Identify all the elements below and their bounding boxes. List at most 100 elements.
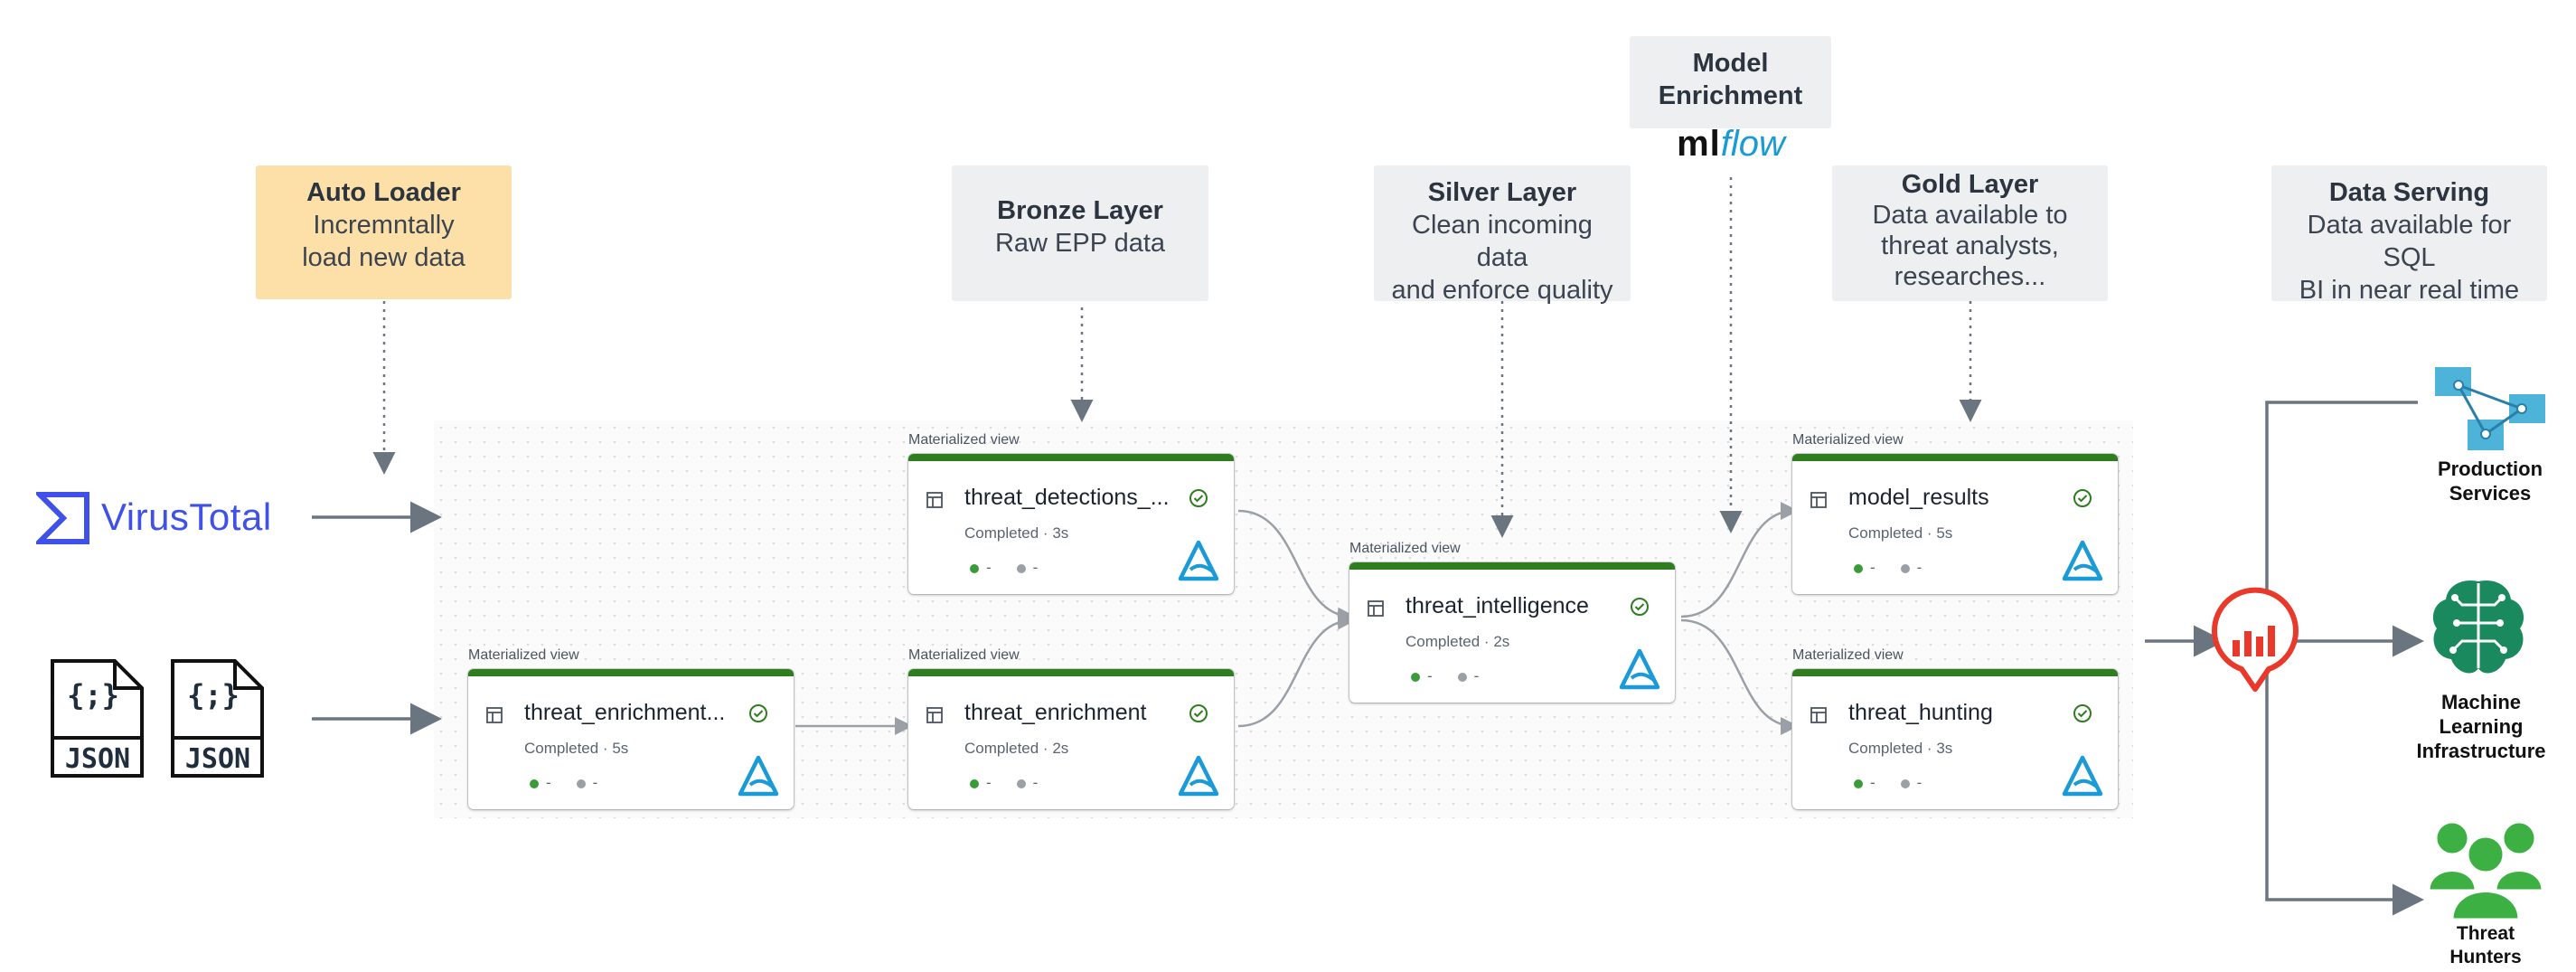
threat-hunters-icon: [2427, 820, 2544, 921]
json-file-label: JSON: [184, 743, 251, 775]
node-metrics: --: [1854, 559, 1922, 577]
table-icon: [1810, 707, 1827, 723]
source-arrows: [312, 501, 442, 735]
gold-layer-line1: Data available to: [1872, 201, 2068, 230]
check-circle-icon: [1189, 704, 1208, 722]
node-model-results[interactable]: model_results Completed · 5s --: [1792, 454, 2118, 594]
silver-layer-line2: and enforce quality: [1391, 276, 1613, 305]
model-enrichment-title2: Enrichment: [1658, 81, 1803, 110]
production-line1: Production: [2437, 458, 2543, 480]
node-status: Completed · 5s: [524, 740, 629, 757]
node-metrics: --: [970, 559, 1038, 577]
mlflow-logo-flow: flow: [1720, 124, 1785, 164]
bronze-layer-title: Bronze Layer: [997, 196, 1163, 225]
gold-layer-title: Gold Layer: [1901, 170, 2039, 199]
model-enrichment-title1: Model: [1692, 49, 1769, 78]
auto-loader-box: Auto Loader Incremntally load new data: [256, 165, 512, 299]
threat-hunters-label: Threat Hunters: [2400, 922, 2571, 969]
gold-layer-line2: threat analysts,: [1881, 231, 2059, 260]
table-icon: [926, 707, 943, 723]
json-file-icon: [171, 659, 264, 778]
node-metrics: --: [1411, 667, 1479, 685]
node-name: threat_hunting: [1848, 700, 1993, 725]
data-serving-line2: BI in near real time: [2299, 276, 2520, 305]
production-services-icon: [2435, 367, 2545, 450]
materialized-view-label: Materialized view: [1792, 432, 1904, 448]
delta-live-tables-icon: [1178, 540, 1219, 581]
node-status: Completed · 5s: [1848, 524, 1953, 542]
bronze-layer-box: Bronze Layer Raw EPP data: [952, 165, 1208, 301]
production-services-label: Production Services: [2404, 457, 2576, 505]
serving-hub-icon: [2212, 587, 2299, 692]
node-status: Completed · 2s: [1406, 633, 1510, 650]
delta-live-tables-icon: [1619, 648, 1660, 690]
check-circle-icon: [2073, 489, 2092, 507]
ml-line2: Learning: [2439, 715, 2524, 738]
check-circle-icon: [2073, 704, 2092, 722]
node-threat-enrichment[interactable]: threat_enrichment Completed · 2s --: [908, 669, 1234, 809]
gold-layer-box: Gold Layer Data available to threat anal…: [1832, 165, 2108, 301]
table-icon: [926, 492, 943, 508]
node-name: threat_enrichment: [964, 700, 1147, 725]
ml-line1: Machine: [2440, 691, 2522, 713]
auto-loader-line1: Incremntally: [313, 211, 455, 240]
silver-layer-box: Silver Layer Clean incoming data and enf…: [1374, 165, 1631, 305]
node-metrics: --: [1854, 774, 1922, 792]
json-file-glyph: {;}: [67, 678, 119, 712]
table-icon: [1810, 492, 1827, 508]
ml-infrastructure-label: Machine Learning Infrastructure: [2395, 690, 2567, 763]
node-name: model_results: [1848, 485, 1989, 510]
materialized-view-label: Materialized view: [908, 432, 1020, 448]
production-line2: Services: [2449, 482, 2532, 505]
node-threat-intelligence[interactable]: threat_intelligence Completed · 2s --: [1349, 562, 1675, 703]
node-threat-enrichment-raw[interactable]: threat_enrichment... Completed · 5s --: [468, 669, 794, 809]
virustotal-icon: [36, 492, 89, 544]
node-edges: [795, 502, 1799, 735]
table-icon: [486, 707, 503, 723]
node-status: Completed · 3s: [1848, 740, 1953, 757]
data-serving-box: Data Serving Data available for SQL BI i…: [2271, 165, 2547, 305]
node-status: Completed · 3s: [964, 524, 1069, 542]
check-circle-icon: [1631, 598, 1649, 616]
mlflow-logo: mlflow: [1672, 123, 1790, 165]
node-threat-hunting[interactable]: threat_hunting Completed · 3s --: [1792, 669, 2118, 809]
dotted-guides: [372, 177, 1982, 538]
node-name: threat_intelligence: [1406, 593, 1589, 618]
materialized-view-label: Materialized view: [468, 647, 579, 663]
ml-brain-icon: [2432, 580, 2524, 674]
silver-layer-title: Silver Layer: [1427, 178, 1577, 207]
delta-live-tables-icon: [2062, 540, 2103, 581]
model-enrichment-box: Model Enrichment: [1630, 36, 1831, 128]
materialized-view-label: Materialized view: [1792, 647, 1904, 663]
materialized-view-label: Materialized view: [908, 647, 1020, 663]
node-threat-detections[interactable]: threat_detections_... Completed · 3s --: [908, 454, 1234, 594]
node-name: threat_enrichment...: [524, 700, 726, 725]
node-metrics: --: [970, 774, 1038, 792]
mlflow-logo-ml: ml: [1677, 124, 1721, 164]
data-serving-title: Data Serving: [2328, 178, 2490, 207]
gold-layer-line3: researches...: [1894, 262, 2046, 291]
json-file-label: JSON: [64, 743, 131, 775]
json-file-glyph: {;}: [187, 678, 240, 712]
auto-loader-line2: load new data: [302, 243, 465, 272]
virustotal-label: VirusTotal: [101, 495, 272, 538]
materialized-view-label: Materialized view: [1349, 541, 1461, 556]
check-circle-icon: [749, 704, 767, 722]
ml-line3: Infrastructure: [2416, 740, 2546, 762]
node-metrics: --: [530, 774, 597, 792]
delta-live-tables-icon: [738, 755, 779, 797]
delta-live-tables-icon: [2062, 755, 2103, 797]
silver-layer-line1: Clean incoming data: [1412, 211, 1593, 272]
node-status: Completed · 2s: [964, 740, 1069, 757]
auto-loader-title: Auto Loader: [306, 178, 461, 207]
node-name: threat_detections_...: [964, 485, 1170, 510]
hunters-line1: Threat: [2456, 923, 2515, 944]
delta-live-tables-icon: [1178, 755, 1219, 797]
data-serving-line1: Data available for SQL: [2307, 211, 2512, 272]
json-file-icon: [51, 659, 144, 778]
table-icon: [1368, 600, 1384, 617]
hunters-line2: Hunters: [2449, 947, 2522, 967]
check-circle-icon: [1189, 489, 1208, 507]
bronze-layer-line1: Raw EPP data: [994, 229, 1166, 258]
